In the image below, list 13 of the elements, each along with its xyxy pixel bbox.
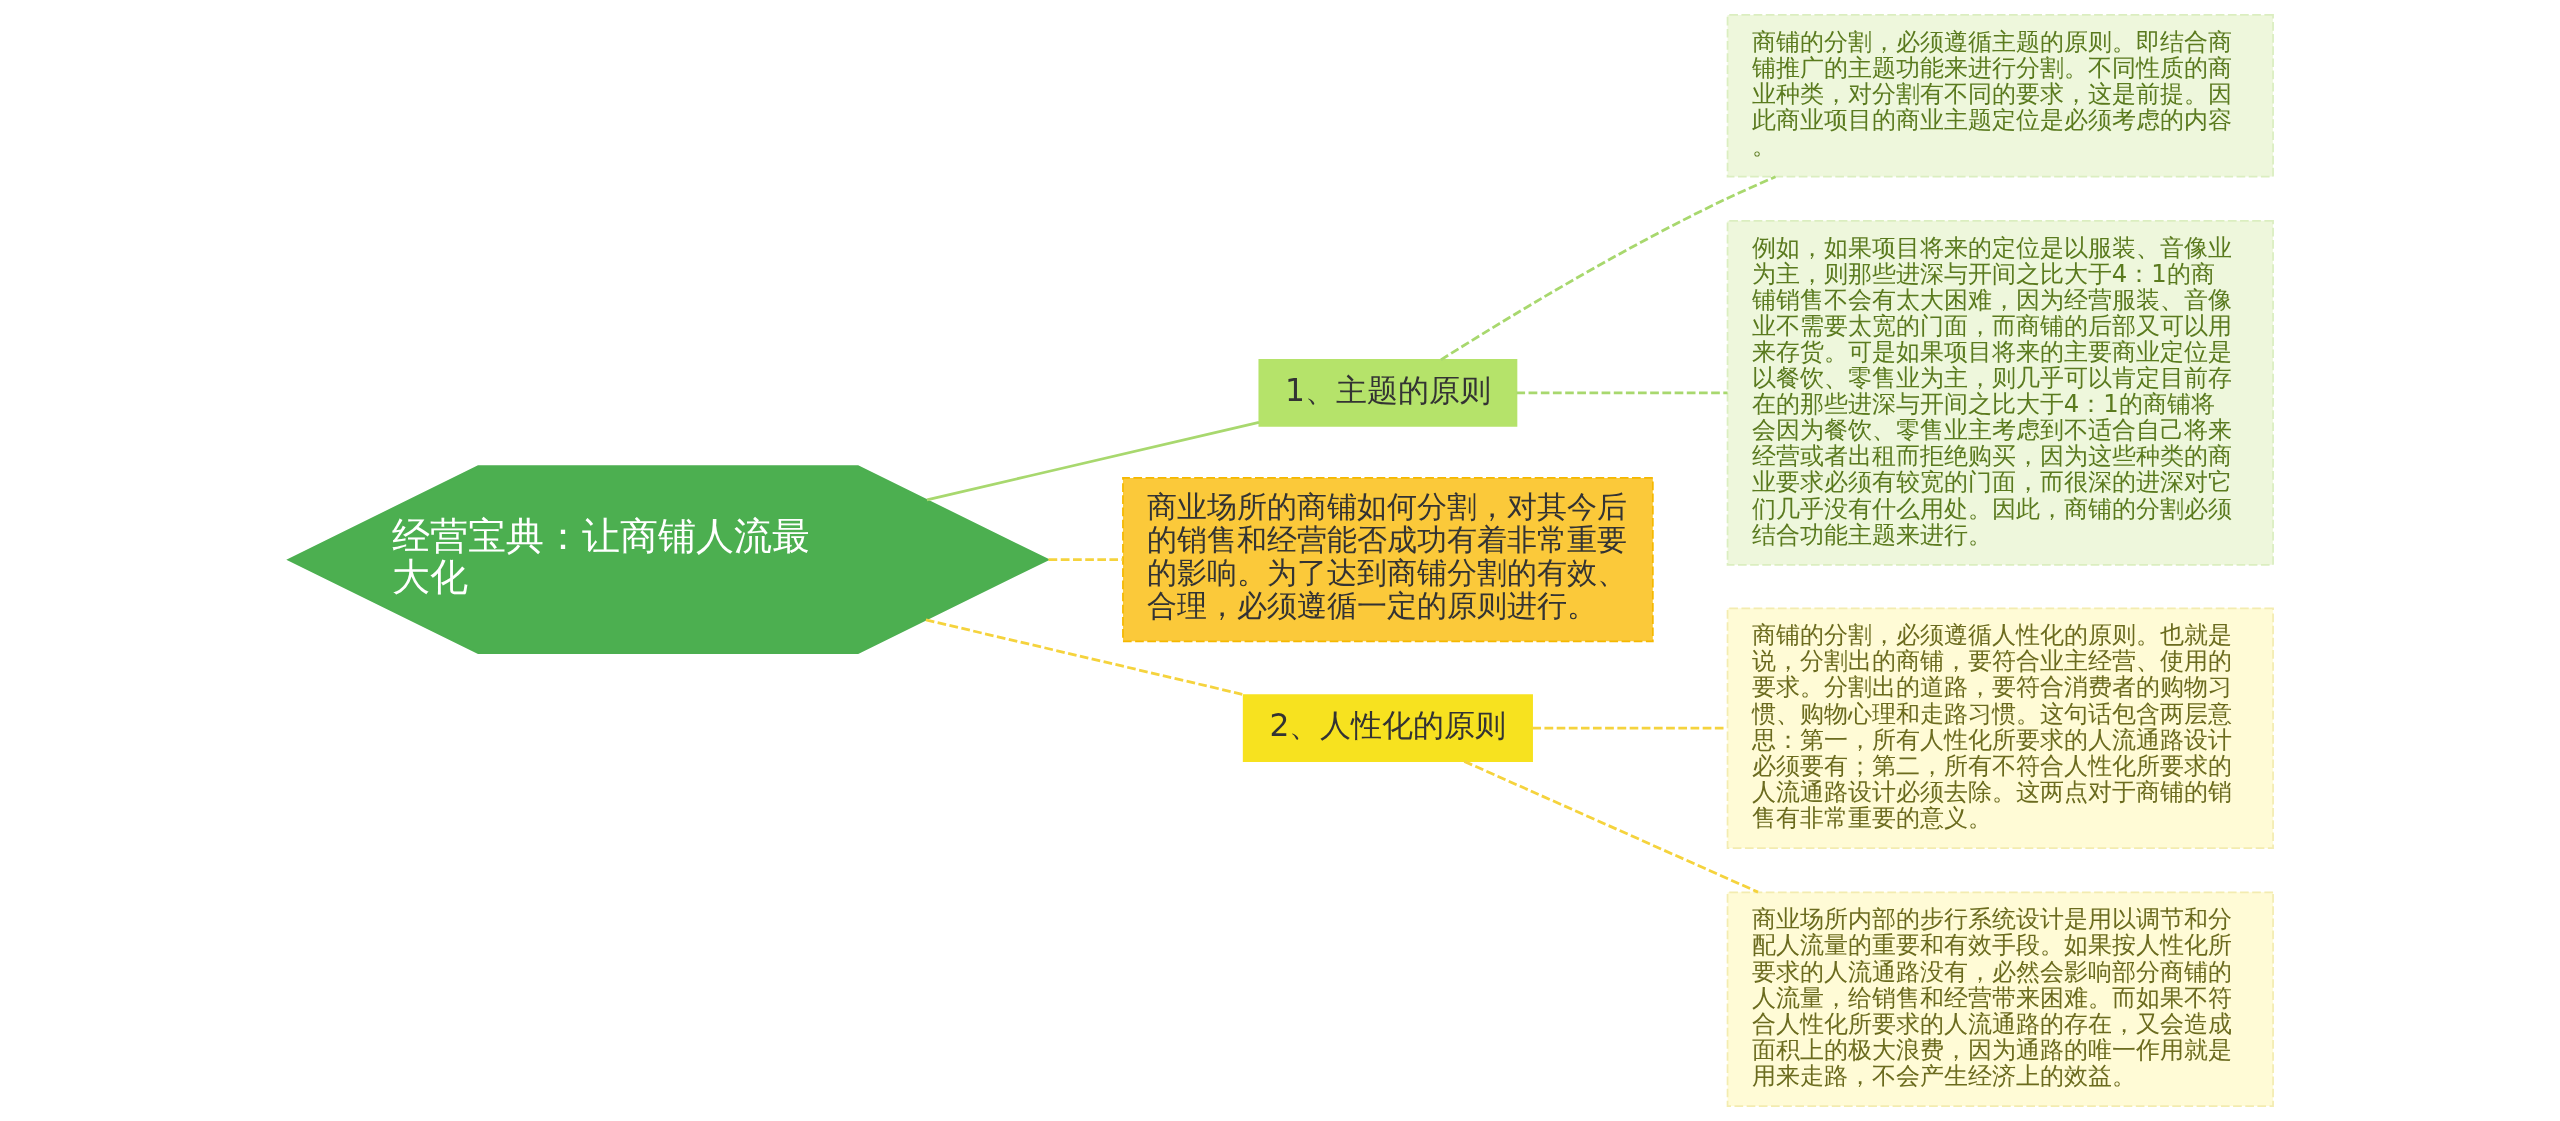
node-box: 2、人性化的原则 xyxy=(1242,694,1533,763)
node-box: 商业场所的商铺如何分割，对其今后的销售和经营能否成功有着非常重要的影响。为了达到商铺分割的有效、合理，必须遵循一定的原则进行。 xyxy=(1121,477,1654,643)
node-box: 商铺的分割，必须遵循主题的原则。即结合商铺推广的主题功能来进行分割。不同性质的商业种类，对分割有不同的要求，这是前提。因此商业项目的商业主题定位是必须考虑的内容。 xyxy=(1726,14,2274,178)
connector xyxy=(1439,175,1776,361)
connector xyxy=(926,421,1259,502)
node-box: 商铺的分割，必须遵循人性化的原则。也就是说，分割出的商铺，要符合业主经营、使用的要求。分割出的道路，要符合消费者的购物习惯、购物心理和走路习惯。这句话包含两层意思：第一，所有人性化所要求的人流通路设计必须要有；第二，所有不符合人性化所要求的人流通路设计必须去除。这两点对于商铺的销售有非常重要的意义。 xyxy=(1726,607,2274,849)
connector xyxy=(1047,558,1123,561)
node-box: 例如，如果项目将来的定位是以服装、音像业为主，则那些进深与开间之比大于4：1的商铺销售不会有太大困难，因为经营服装、音像业不需要太宽的门面，而商铺的后部又可以用来存货。可是如果项目将来的主要商业定位是以餐饮、零售业为主，则几乎可以肯定目前存在的那些进深与开间之比大于4：1的商铺将会因为餐饮、零售业主考虑到不适合自己将来经营或者出租而拒绝购买，因为这些种类的商业要求必须有较宽的门面，而很深的进深对它们几乎没有什么用处。因此，商铺的分割必须结合功能主题来进行。 xyxy=(1726,220,2274,566)
connector xyxy=(1463,760,1759,894)
connector xyxy=(1516,391,1727,395)
node-box: 商业场所内部的步行系统设计是用以调节和分配人流量的重要和有效手段。如果按人性化所要求的人流通路没有，必然会影响部分商铺的人流量，给销售和经营带来困难。而如果不符合人性化所要求的人流通路的存在，又会造成面积上的极大浪费，因为通路的唯一作用就是用来走路，不会产生经济上的效益。 xyxy=(1726,891,2274,1107)
connector xyxy=(1531,726,1727,730)
node-box: 1、主题的原则 xyxy=(1257,358,1517,427)
